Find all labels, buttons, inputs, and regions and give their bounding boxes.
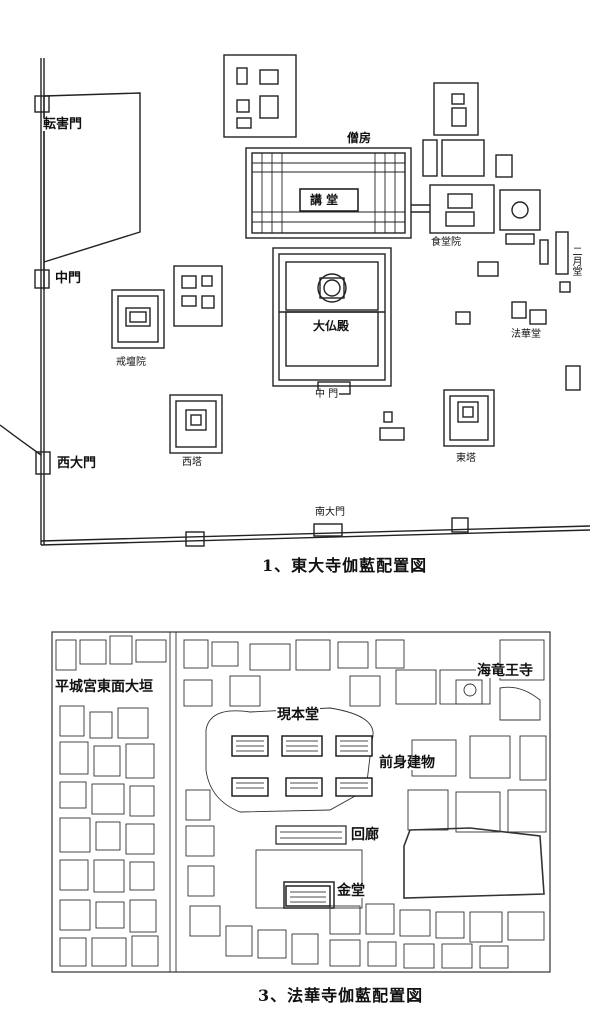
jikidoin-compound	[429, 184, 495, 234]
south-gate-west	[185, 531, 205, 547]
daibutsuden-compound	[272, 247, 392, 387]
south-boundary-line	[40, 529, 591, 546]
kaidanin-compound	[111, 289, 165, 349]
label-nishiomon: 西大門	[56, 456, 98, 471]
label-jikidoin: 食堂院	[430, 237, 462, 248]
label-nandaimon: 南大門	[314, 507, 346, 518]
east-shrine	[499, 189, 541, 231]
label-daibutsuden: 大仏殿	[312, 319, 351, 333]
nigatsudo-building	[555, 231, 569, 275]
label-heijo-wall: 平城宮東面大垣	[54, 679, 154, 695]
label-kairo: 回廊	[350, 827, 380, 843]
label-saito: 西塔	[182, 457, 202, 468]
nishiomon-gate	[35, 451, 51, 475]
senjudo-building	[565, 365, 581, 391]
tengaimon-compound	[43, 92, 141, 263]
label-kondo: 金堂	[336, 883, 366, 899]
kodo-hall	[299, 188, 359, 212]
label-zenshin: 前身建物	[378, 755, 436, 771]
label-genhondo: 現本堂	[276, 707, 320, 723]
south-gate-east	[451, 517, 469, 533]
toto-compound	[443, 389, 495, 447]
hokkedo-building	[511, 301, 527, 319]
zenshin-hall	[285, 777, 323, 797]
tengaimon-gate	[34, 95, 50, 113]
shosoin-compound	[223, 54, 297, 138]
label-sobo: 僧房	[346, 131, 373, 145]
nandaimon-gate	[313, 523, 343, 537]
kaidanin-annex	[173, 265, 223, 327]
west-road	[0, 424, 42, 456]
label-kairyuoji: 海竜王寺	[476, 663, 534, 679]
label-toto: 東塔	[456, 453, 476, 464]
ne-building	[433, 82, 479, 136]
label-chumon: 中 門	[314, 389, 340, 400]
sobo-complex	[245, 147, 412, 239]
caption-todaiji: 1、東大寺伽藍配置図	[262, 556, 428, 575]
kondo-hall	[285, 885, 331, 907]
label-tengaimon: 転害門	[42, 117, 84, 132]
hatched-hall-6	[335, 777, 373, 797]
caption-hokkeji: 3、法華寺伽藍配置図	[258, 986, 424, 1005]
label-nigatsudo: 二月堂	[570, 246, 581, 276]
hatched-hall-4	[231, 777, 269, 797]
label-kaidanin: 戒壇院	[116, 357, 146, 368]
label-hokkedo: 法華堂	[510, 329, 542, 340]
label-kodo: 講 堂	[310, 193, 339, 207]
daibutsuden-hall	[285, 261, 379, 311]
chumon-west-gate	[34, 269, 50, 289]
label-chumon-west: 中門	[54, 271, 83, 286]
saito-compound	[169, 394, 223, 454]
